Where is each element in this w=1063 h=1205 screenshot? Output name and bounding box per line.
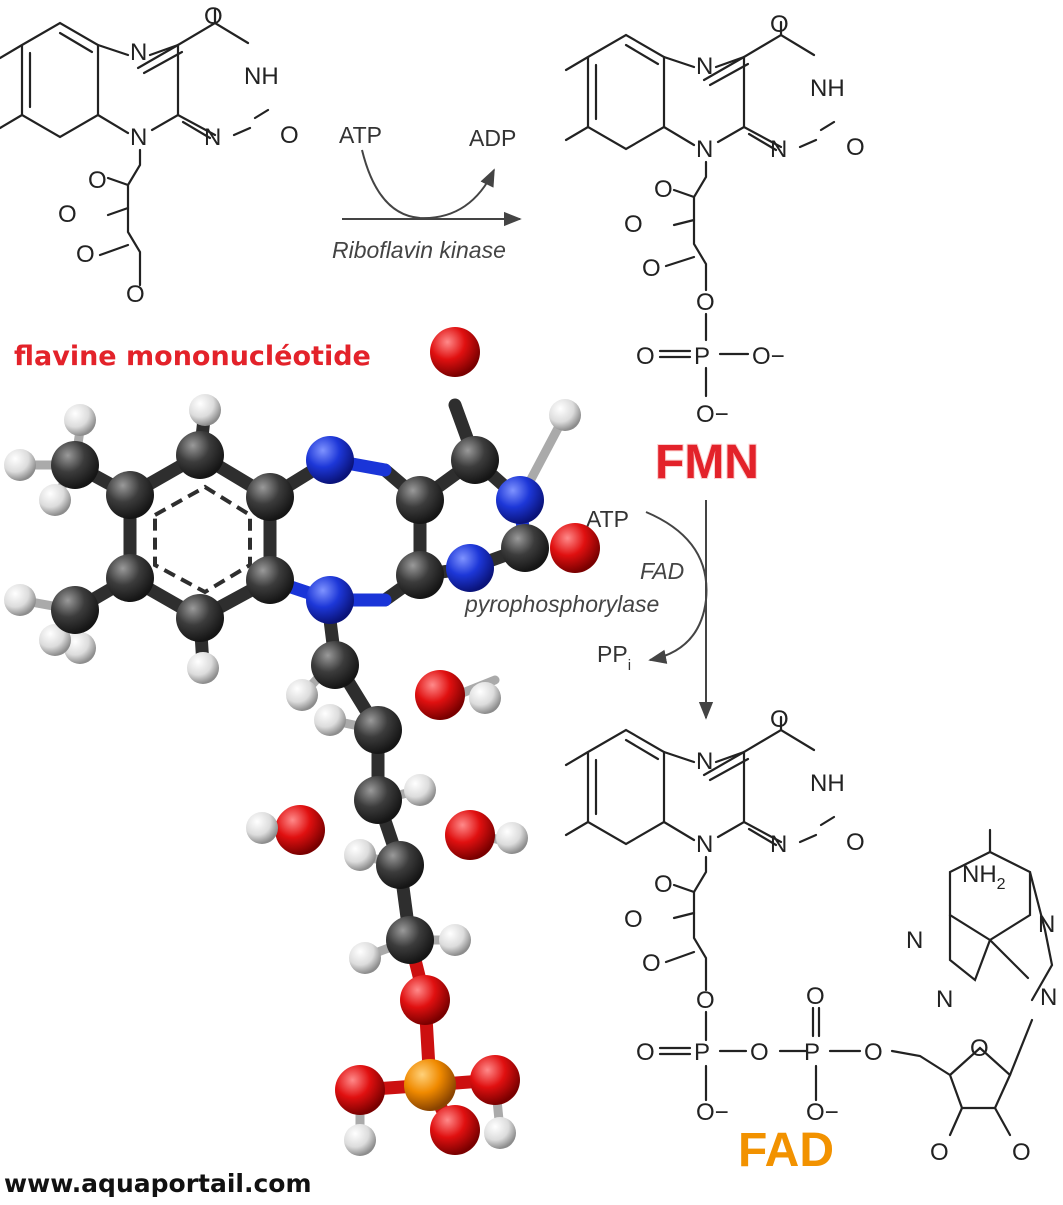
fad-structure: N O NH O N N O O O O O P O P O O O− O− O…: [564, 706, 1057, 1166]
atp-label: ATP: [586, 506, 629, 532]
atom-O: O: [280, 122, 299, 149]
model-title: flavine mononucléotide: [14, 341, 371, 372]
cofactor-arrow: [361, 149, 495, 220]
atom-O: O: [770, 706, 789, 733]
atom-O: O: [642, 950, 661, 977]
enzyme-label-line1: FAD: [640, 558, 684, 584]
atom-O: O: [204, 3, 223, 30]
atom-O: O: [696, 289, 715, 316]
model-atoms: [4, 327, 600, 1156]
atom-NH: NH: [810, 75, 845, 102]
atom-O-minus: O−: [752, 343, 785, 370]
atom-N: N: [770, 831, 787, 858]
atom-O: O: [76, 241, 95, 268]
atom-NH: NH: [244, 63, 279, 90]
atom-N: N: [770, 136, 787, 163]
atom-NH: NH: [810, 770, 845, 797]
atp-label: ATP: [339, 122, 382, 148]
atom-P: P: [694, 1039, 710, 1066]
atom-N: N: [1040, 984, 1057, 1011]
atom-P: P: [694, 343, 710, 370]
atom-N: N: [696, 748, 713, 775]
riboflavin-structure: N O NH O N N O O O O: [0, 3, 299, 308]
atom-N: N: [130, 39, 147, 66]
fmn-label: FMN: [655, 436, 759, 489]
atom-O: O: [750, 1039, 769, 1066]
atom-O: O: [864, 1039, 883, 1066]
atom-O: O: [624, 211, 643, 238]
atom-O: O: [696, 987, 715, 1014]
atom-O: O: [970, 1035, 989, 1062]
atom-O: O: [636, 1039, 655, 1066]
amine-label: NH2: [962, 861, 1006, 893]
watermark: www.aquaportail.com: [4, 1169, 312, 1198]
enzyme-label: Riboflavin kinase: [332, 237, 506, 263]
atom-O: O: [930, 1139, 949, 1166]
atom-N: N: [130, 124, 147, 151]
atom-O: O: [806, 983, 825, 1010]
atom-N: N: [204, 124, 221, 151]
atom-O: O: [654, 871, 673, 898]
atom-O-minus: O−: [696, 1099, 729, 1126]
reaction-fad-pyrophosphorylase: ATP FAD pyrophosphorylase PPi: [464, 500, 714, 720]
atom-O: O: [770, 11, 789, 38]
fad-label: FAD: [738, 1124, 834, 1177]
fmn-ball-and-stick-model: [4, 327, 600, 1156]
atom-O-minus: O−: [696, 401, 729, 428]
atom-O: O: [846, 829, 865, 856]
cofactor-arrow: [645, 511, 708, 664]
atom-O: O: [846, 134, 865, 161]
atom-N: N: [696, 53, 713, 80]
atom-P: P: [804, 1039, 820, 1066]
aromatic-ring-dashes: [153, 484, 252, 595]
atom-N: N: [696, 831, 713, 858]
atom-O: O: [636, 343, 655, 370]
atom-N: N: [906, 927, 923, 954]
atom-O: O: [88, 167, 107, 194]
reaction-riboflavin-kinase: ATP ADP Riboflavin kinase: [332, 122, 522, 263]
ppi-label: PPi: [597, 641, 631, 674]
atom-N: N: [696, 136, 713, 163]
atom-O-minus: O−: [806, 1099, 839, 1126]
atom-O: O: [654, 176, 673, 203]
atom-O: O: [642, 255, 661, 282]
atom-O: O: [58, 201, 77, 228]
atom-N: N: [936, 986, 953, 1013]
fmn-structure: N O NH O N N O O O O O P O− O−: [564, 11, 865, 428]
atom-O: O: [624, 906, 643, 933]
adp-label: ADP: [469, 125, 516, 151]
model-bonds-hydrogen: [15, 410, 570, 1140]
atom-O: O: [126, 281, 145, 308]
atom-N: N: [1038, 911, 1055, 938]
enzyme-label-line2: pyrophosphorylase: [464, 591, 659, 617]
atom-O: O: [1012, 1139, 1031, 1166]
